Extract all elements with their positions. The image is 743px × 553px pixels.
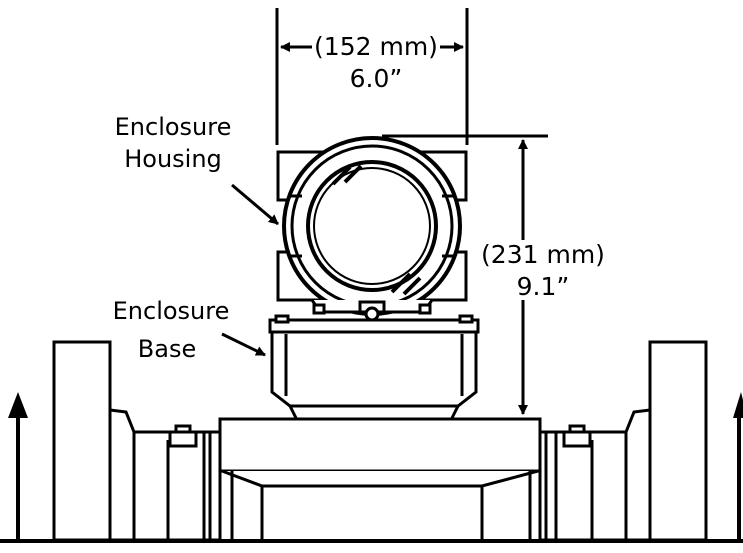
housing-neck <box>310 299 434 322</box>
flow-arrow-left <box>8 392 28 540</box>
left-flange-ring <box>202 430 222 542</box>
height-metric-label: (231 mm) <box>481 240 605 269</box>
width-metric-label: (152 mm) <box>314 32 438 61</box>
flow-arrow-right <box>733 392 743 540</box>
housing-leader-arrow <box>231 183 279 226</box>
left-end-flange <box>52 340 206 542</box>
base-label-line1: Enclosure <box>112 297 230 325</box>
base-label-line2: Base <box>137 335 197 363</box>
right-end-flange <box>554 340 708 542</box>
base-leader-arrow <box>221 332 266 357</box>
housing-label-line2: Housing <box>124 145 222 173</box>
housing-label-line1: Enclosure <box>114 113 232 141</box>
height-imperial-label: 9.1” <box>516 272 570 301</box>
width-imperial-label: 6.0” <box>349 64 403 93</box>
enclosure-base <box>268 314 480 419</box>
meter-body <box>218 417 542 540</box>
housing-cover <box>282 136 462 316</box>
right-flange-ring <box>538 430 558 542</box>
